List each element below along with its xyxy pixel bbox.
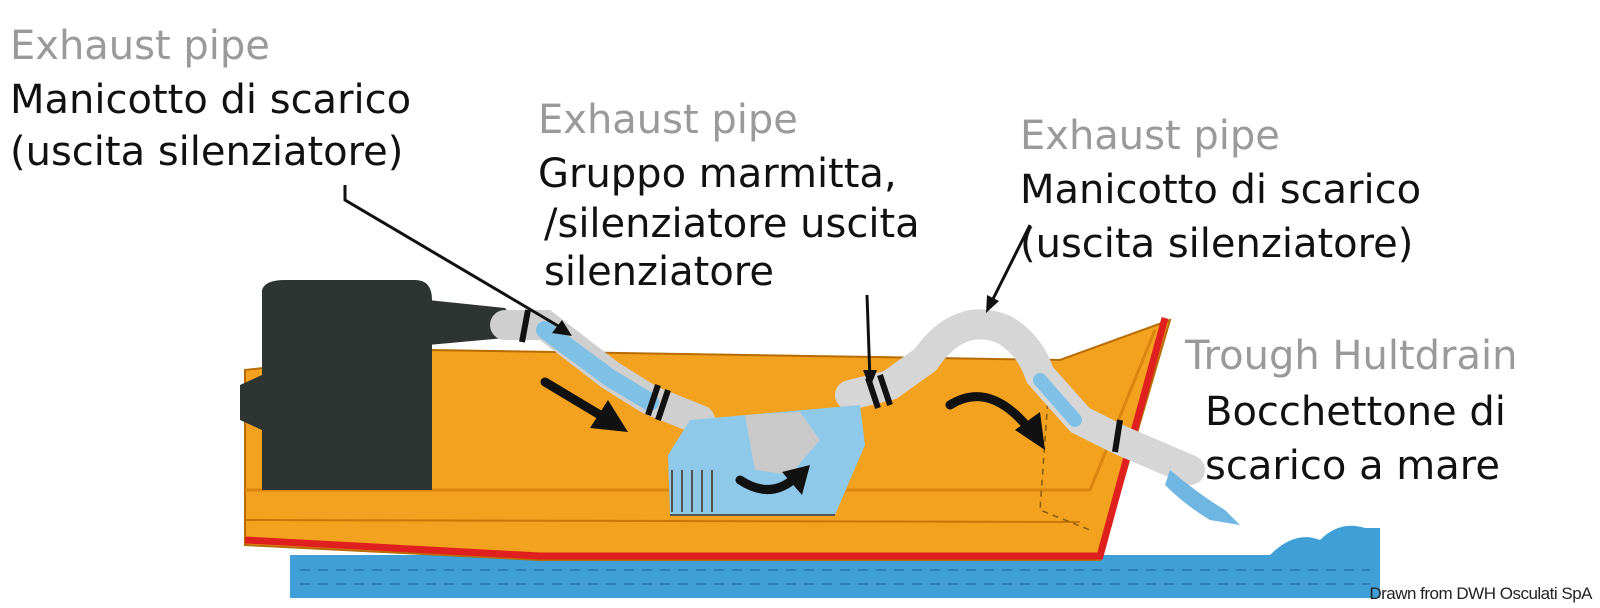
middle-label-it-line1: Gruppo marmitta, (538, 151, 897, 197)
arrow-heads (590, 400, 1045, 495)
exhaust-pipes (490, 309, 1205, 485)
leader-arrow-right (986, 295, 999, 313)
leader-lines (343, 185, 1032, 381)
drawing-credit: Drawn from DWH Osculati SpA (1369, 584, 1592, 603)
hose-clamps (519, 309, 1123, 453)
outlet-label-en: Trough Hultdrain (1185, 333, 1518, 379)
outlet-label-it-line1: Bocchettone di (1205, 389, 1506, 435)
leader-arrow-middle (863, 370, 877, 388)
flow-arrows (540, 377, 1035, 494)
outlet-label-it-line2: scarico a mare (1205, 443, 1500, 489)
right-label-it-line1: Manicotto di scarico (1020, 167, 1422, 213)
left-label-it-line1: Manicotto di scarico (10, 77, 412, 123)
sea-water (290, 525, 1380, 598)
middle-label-it-line2: /silenziatore uscita (544, 201, 920, 247)
middle-label-it-line3: silenziatore (544, 249, 774, 295)
discharge-water (1165, 470, 1240, 525)
left-label-it-line2: (uscita silenziatore) (10, 129, 404, 175)
right-label-it-line2: (uscita silenziatore) (1020, 221, 1414, 267)
right-label-en: Exhaust pipe (1020, 113, 1280, 159)
muffler (668, 405, 865, 516)
engine (240, 280, 513, 490)
left-label-en: Exhaust pipe (10, 23, 270, 69)
leader-arrow-left (552, 320, 572, 336)
middle-label-en: Exhaust pipe (538, 97, 798, 143)
